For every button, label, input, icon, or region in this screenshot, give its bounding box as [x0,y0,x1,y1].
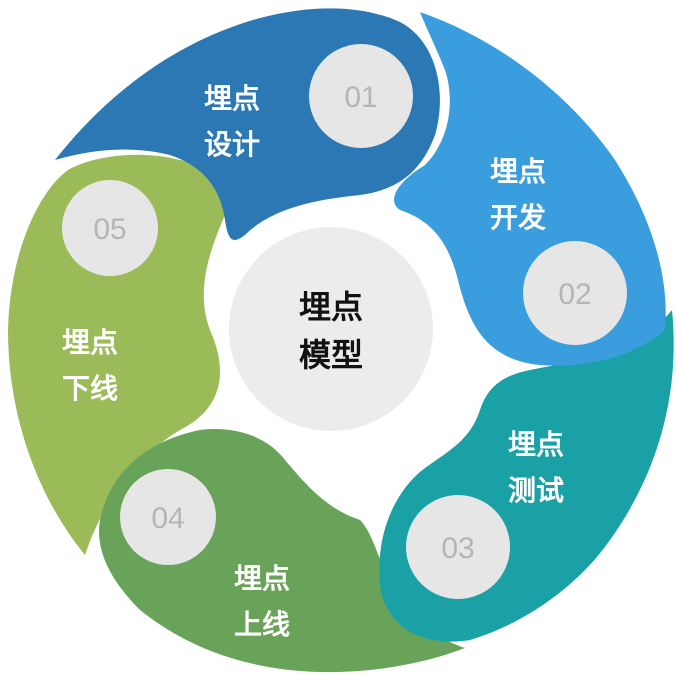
step-label-04-line2: 上线 [234,608,290,641]
step-label-02-line2: 开发 [490,201,546,234]
number-badge-01 [309,44,413,148]
step-label-01-line1: 埋点 [204,82,260,115]
step-label-02-line1: 埋点 [490,155,546,188]
number-badge-04 [120,469,216,565]
segment-05-shape [8,154,225,555]
step-number-01: 01 [344,81,377,114]
number-badge-03 [406,495,510,599]
segment-04: 04 埋点 上线 [99,429,466,673]
step-label-04-line1: 埋点 [234,562,290,595]
center-hub: 埋点 模型 [229,227,433,431]
number-badge-02 [523,241,627,345]
step-label-03-line1: 埋点 [508,428,564,461]
center-label-line1: 埋点 [299,288,363,326]
center-circle [229,227,433,431]
step-number-05: 05 [93,213,126,246]
segment-05: 05 埋点 下线 [8,154,225,555]
step-label-05-line2: 下线 [62,372,118,405]
center-label-line2: 模型 [299,336,363,374]
step-label-03-line2: 测试 [508,474,564,507]
segment-01: 01 埋点 设计 [55,8,440,240]
step-label-05-line1: 埋点 [62,326,118,359]
number-badge-05 [62,180,158,276]
step-number-03: 03 [441,532,474,565]
segment-03: 03 埋点 测试 [379,310,674,642]
step-number-02: 02 [558,278,591,311]
step-number-04: 04 [151,502,184,535]
step-label-01-line2: 设计 [204,128,260,161]
segment-02: 02 埋点 开发 [394,12,666,366]
